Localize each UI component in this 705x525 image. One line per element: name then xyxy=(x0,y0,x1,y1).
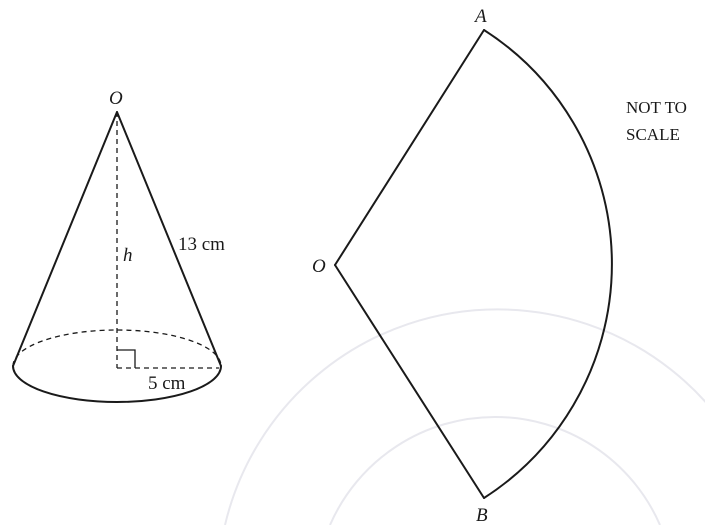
sector-center-label: O xyxy=(312,256,326,277)
note-line-2: SCALE xyxy=(626,125,680,144)
not-to-scale-note: NOT TO SCALE xyxy=(626,98,687,144)
cone-right-slant xyxy=(116,111,222,367)
sector-point-a-label: A xyxy=(473,6,487,27)
watermark xyxy=(224,308,705,525)
cone-radius-label: 5 cm xyxy=(148,373,186,394)
right-angle-marker xyxy=(117,349,136,368)
cone-slant-label: 13 cm xyxy=(178,234,225,255)
cone-left-slant xyxy=(12,111,118,367)
sector-radius-oa xyxy=(334,29,485,266)
cone-height-label: h xyxy=(123,245,133,266)
sector-point-b-label: B xyxy=(476,505,488,525)
note-line-1: NOT TO xyxy=(626,98,687,117)
sector-diagram: A O B xyxy=(312,6,613,525)
sector-arc-ab xyxy=(483,29,613,499)
cone-apex-label: O xyxy=(109,88,123,109)
sector-radius-ob xyxy=(334,264,485,499)
cone-base-front-arc xyxy=(12,365,222,403)
cone-base-back-arc xyxy=(12,329,222,367)
cone-diagram: O h 13 cm 5 cm xyxy=(12,88,225,403)
